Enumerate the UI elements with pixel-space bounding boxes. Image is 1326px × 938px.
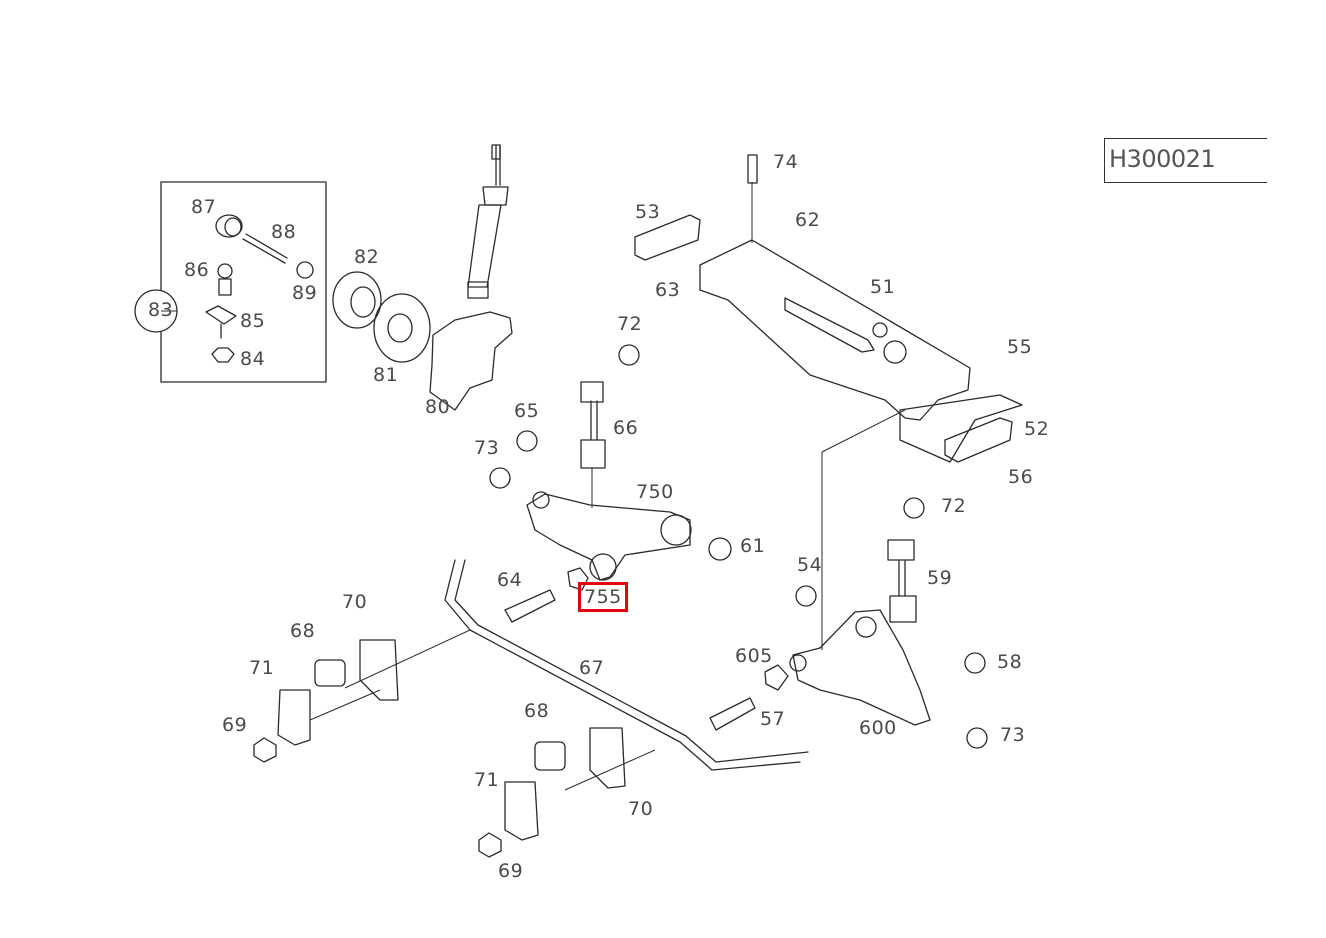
hub-assembly <box>332 271 513 411</box>
hardware-inset <box>134 181 327 383</box>
part-label-69-left[interactable]: 69 <box>222 714 248 736</box>
part-label-73-upper[interactable]: 73 <box>474 437 500 459</box>
part-label-55[interactable]: 55 <box>1007 336 1033 358</box>
control-arm-600 <box>764 409 988 749</box>
part-label-64[interactable]: 64 <box>497 569 523 591</box>
part-label-58[interactable]: 58 <box>997 651 1023 673</box>
part-label-88[interactable]: 88 <box>271 221 297 243</box>
part-label-68-right[interactable]: 68 <box>524 700 550 722</box>
part-label-67[interactable]: 67 <box>579 657 605 679</box>
part-label-65[interactable]: 65 <box>514 400 540 422</box>
part-label-59[interactable]: 59 <box>927 567 953 589</box>
part-label-69-right[interactable]: 69 <box>498 860 524 882</box>
part-label-89[interactable]: 89 <box>292 282 318 304</box>
part-label-52[interactable]: 52 <box>1024 418 1050 440</box>
shock-absorber <box>467 144 509 299</box>
part-label-73-lower[interactable]: 73 <box>1000 724 1026 746</box>
part-label-72-lower[interactable]: 72 <box>941 495 967 517</box>
part-label-82[interactable]: 82 <box>354 246 380 268</box>
anti-roll-bar <box>253 559 809 858</box>
part-label-605[interactable]: 605 <box>735 645 773 667</box>
part-label-70-left[interactable]: 70 <box>342 591 368 613</box>
part-label-74[interactable]: 74 <box>773 151 799 173</box>
part-label-80[interactable]: 80 <box>425 396 451 418</box>
part-label-51[interactable]: 51 <box>870 276 896 298</box>
figure-code: H300021 <box>1109 145 1216 173</box>
part-label-86[interactable]: 86 <box>184 259 210 281</box>
part-label-61[interactable]: 61 <box>740 535 766 557</box>
part-label-53[interactable]: 53 <box>635 201 661 223</box>
part-label-62[interactable]: 62 <box>795 209 821 231</box>
part-label-81[interactable]: 81 <box>373 364 399 386</box>
part-label-83[interactable]: 83 <box>148 299 174 321</box>
part-label-54[interactable]: 54 <box>797 554 823 576</box>
part-label-71-right[interactable]: 71 <box>474 769 500 791</box>
part-label-750[interactable]: 750 <box>636 481 674 503</box>
part-label-68-left[interactable]: 68 <box>290 620 316 642</box>
part-label-63[interactable]: 63 <box>655 279 681 301</box>
crossmember <box>634 154 1023 463</box>
part-label-600[interactable]: 600 <box>859 717 897 739</box>
part-label-84[interactable]: 84 <box>240 348 266 370</box>
part-label-56[interactable]: 56 <box>1008 466 1034 488</box>
part-label-72-upper[interactable]: 72 <box>617 313 643 335</box>
highlight-box[interactable] <box>578 582 628 612</box>
part-label-71-left[interactable]: 71 <box>249 657 275 679</box>
part-label-755[interactable]: 755 <box>584 586 622 608</box>
control-arm-750 <box>489 344 732 591</box>
figure-code-box: H300021 <box>1104 138 1267 183</box>
part-label-87[interactable]: 87 <box>191 196 217 218</box>
part-label-66[interactable]: 66 <box>613 417 639 439</box>
part-label-85[interactable]: 85 <box>240 310 266 332</box>
part-label-57[interactable]: 57 <box>760 708 786 730</box>
part-label-70-right[interactable]: 70 <box>628 798 654 820</box>
